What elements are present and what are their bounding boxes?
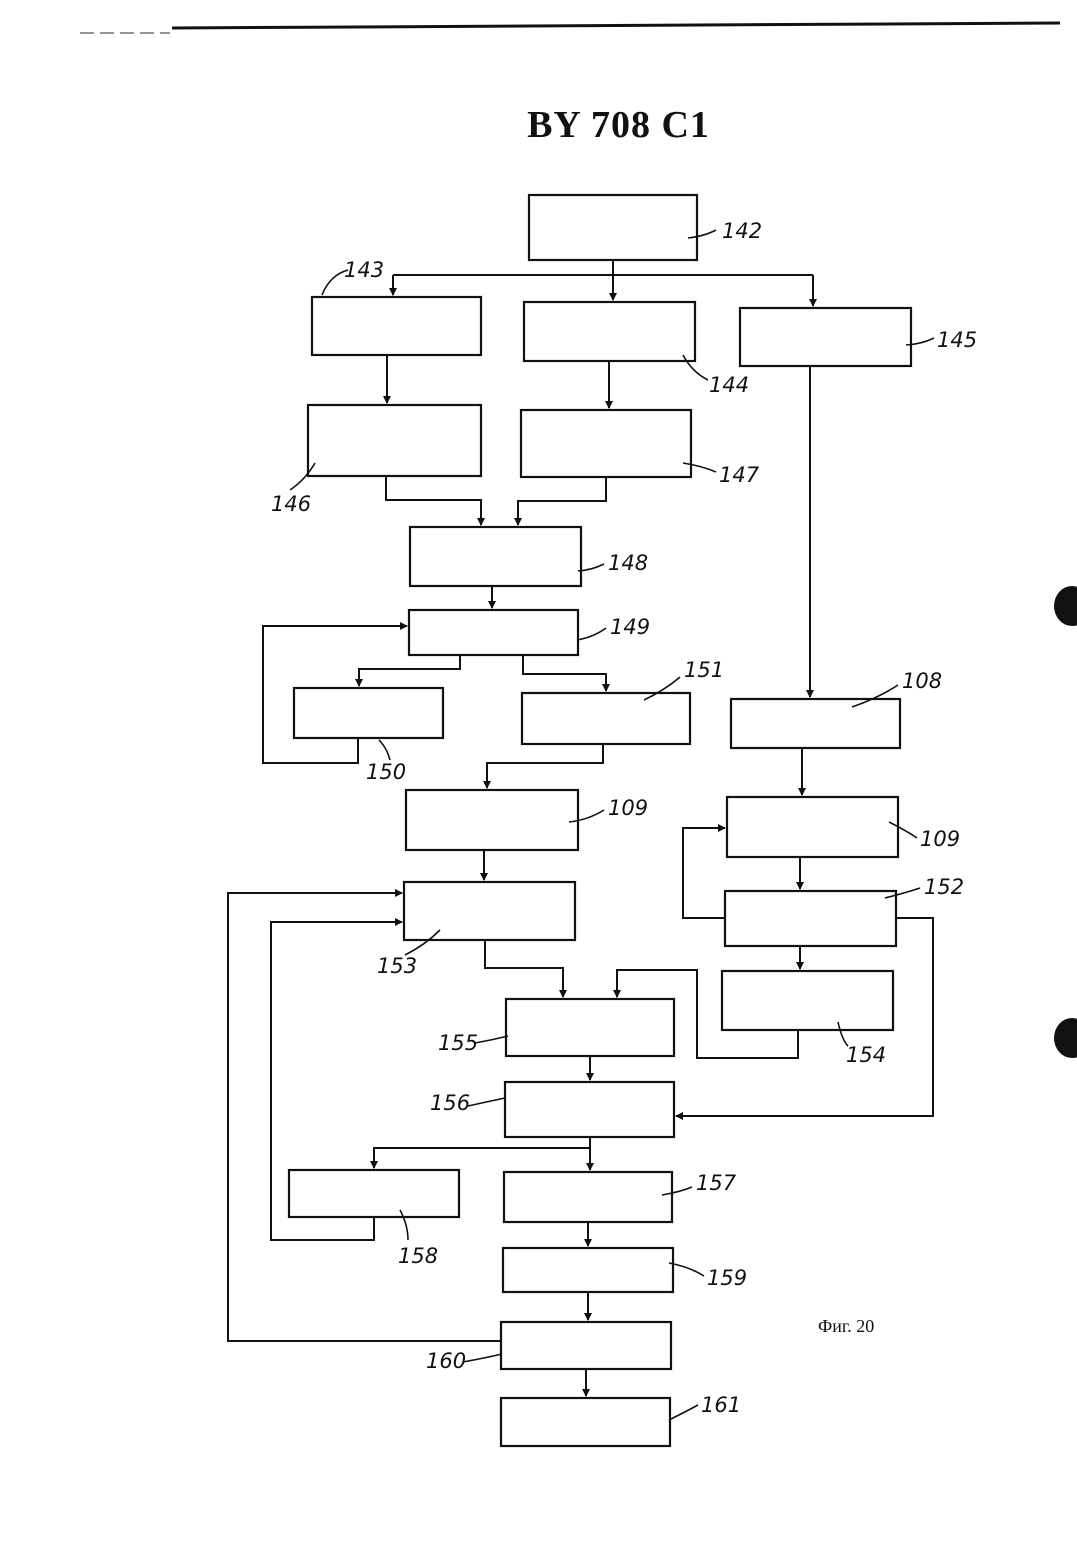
arrow-149-151	[523, 655, 606, 691]
top-rule	[172, 23, 1060, 28]
block-109-right	[727, 797, 898, 857]
block-146	[308, 405, 481, 476]
arrow-156-158	[374, 1137, 590, 1168]
label-143: 143	[344, 258, 384, 282]
leader-155	[475, 1036, 508, 1043]
block-161	[501, 1398, 670, 1446]
label-109-left: 109	[608, 796, 648, 820]
binder-hole-mark-lower	[1054, 1018, 1077, 1058]
binder-hole-mark-upper	[1054, 586, 1077, 626]
label-159: 159	[707, 1266, 747, 1290]
block-147	[521, 410, 691, 477]
arrow-147-148	[518, 477, 606, 525]
block-149	[409, 610, 578, 655]
block-154	[722, 971, 893, 1030]
block-157	[504, 1172, 672, 1222]
figure-caption: Фиг. 20	[818, 1316, 874, 1337]
arrow-149-150	[359, 655, 460, 686]
block-153	[404, 882, 575, 940]
label-145: 145	[937, 328, 977, 352]
block-152	[725, 891, 896, 946]
block-159	[503, 1248, 673, 1292]
arrow-146-148	[386, 476, 481, 525]
arrow-151-109	[487, 744, 603, 788]
label-146: 146	[271, 492, 311, 516]
block-108	[731, 699, 900, 748]
label-158: 158	[398, 1244, 438, 1268]
label-148: 148	[608, 551, 648, 575]
arrow-153-155	[485, 940, 563, 997]
arrow-152-109	[683, 828, 725, 918]
block-155	[506, 999, 674, 1056]
block-156	[505, 1082, 674, 1137]
label-157: 157	[696, 1171, 737, 1195]
block-145	[740, 308, 911, 366]
leader-160	[463, 1354, 502, 1362]
label-160: 160	[426, 1349, 466, 1373]
leader-150	[379, 740, 390, 760]
leader-161	[669, 1405, 698, 1420]
label-150: 150	[366, 760, 406, 784]
block-158	[289, 1170, 459, 1217]
label-152: 152	[924, 875, 964, 899]
leader-156	[468, 1098, 505, 1106]
block-142	[529, 195, 697, 260]
label-155: 155	[438, 1031, 478, 1055]
label-153: 153	[377, 954, 417, 978]
label-109-right: 109	[920, 827, 960, 851]
block-143	[312, 297, 481, 355]
block-151	[522, 693, 690, 744]
label-161: 161	[701, 1393, 741, 1417]
block-109-left	[406, 790, 578, 850]
block-150	[294, 688, 443, 738]
leader-159	[669, 1263, 704, 1276]
label-149: 149	[610, 615, 650, 639]
arrow-160-153	[228, 893, 501, 1341]
label-147: 147	[719, 463, 760, 487]
label-108: 108	[902, 669, 942, 693]
label-142: 142	[722, 219, 762, 243]
label-156: 156	[430, 1091, 470, 1115]
block-148	[410, 527, 581, 586]
block-144	[524, 302, 695, 361]
label-154: 154	[846, 1043, 886, 1067]
leader-149	[577, 628, 606, 640]
block-160	[501, 1322, 671, 1369]
label-151: 151	[684, 658, 724, 682]
label-144: 144	[709, 373, 749, 397]
